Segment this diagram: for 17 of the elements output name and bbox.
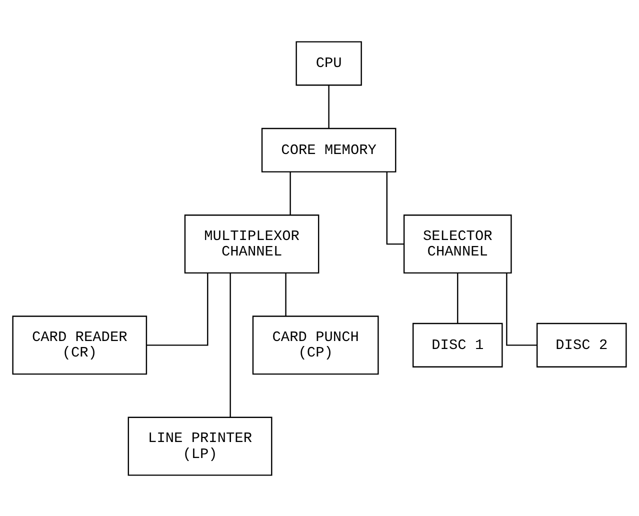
- node-box: MULTIPLEXOR CHANNEL: [184, 214, 320, 274]
- node-box: LINE PRINTER (LP): [128, 416, 272, 476]
- connector: [457, 272, 458, 323]
- node-box: CARD READER (CR): [12, 315, 148, 374]
- node-box: CORE MEMORY: [261, 127, 396, 172]
- node-box: SELECTOR CHANNEL: [403, 214, 512, 274]
- node-box: DISC 2: [536, 322, 627, 367]
- node-box: CARD PUNCH (CP): [252, 315, 379, 374]
- connector: [290, 171, 291, 214]
- node-box: CPU: [296, 40, 362, 86]
- connector: [506, 272, 537, 346]
- connector: [386, 171, 404, 244]
- connector: [328, 84, 330, 128]
- connector: [146, 272, 208, 346]
- connector: [285, 272, 286, 316]
- node-box: DISC 1: [412, 322, 503, 367]
- connector: [230, 272, 231, 417]
